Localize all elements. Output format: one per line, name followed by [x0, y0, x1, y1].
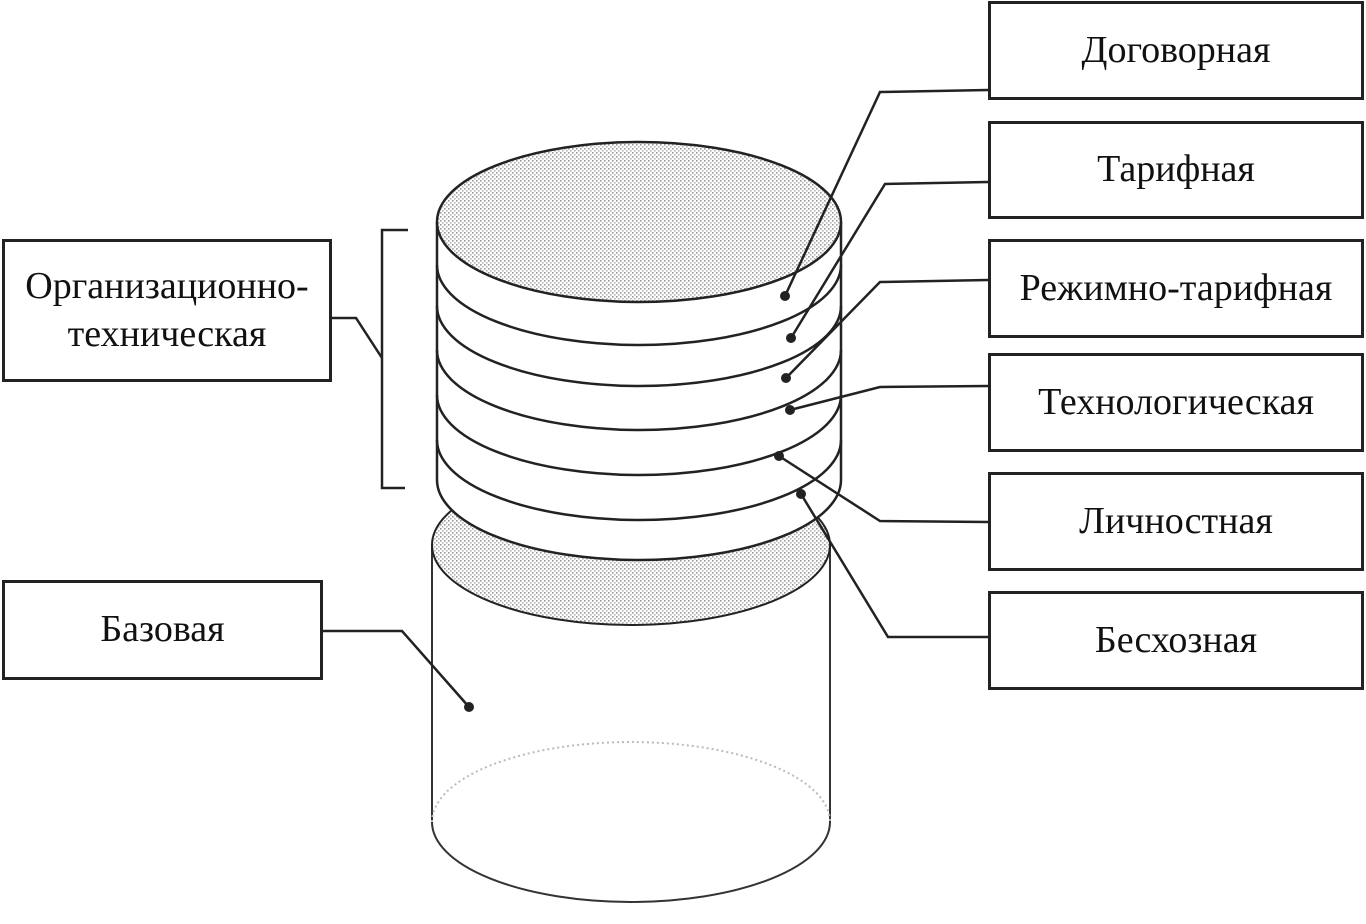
leader-line-beskhoznaya — [799, 493, 988, 639]
layer-dots — [464, 291, 806, 712]
label-rezhimno-tarifnaya: Режимно-тарифная — [988, 239, 1364, 338]
leader-line-lichnostnaya — [778, 454, 989, 524]
label-tarifnaya-text: Тарифная — [1097, 148, 1255, 191]
label-dogovornaya: Договорная — [988, 1, 1364, 100]
dot-dogovornaya — [780, 291, 790, 301]
org-tech-bracket — [330, 228, 408, 490]
label-lichnostnaya-text: Личностная — [1079, 499, 1273, 542]
leader-line-tarifnaya — [789, 180, 989, 339]
dot-tekhnologicheskaya — [785, 405, 795, 415]
label-beskhoznaya-text: Бесхозная — [1094, 618, 1258, 661]
dot-beskhoznaya — [796, 489, 806, 499]
label-bazovaya: Базовая — [2, 580, 323, 680]
label-bazovaya-text: Базовая — [100, 608, 225, 651]
label-dogovornaya-text: Договорная — [1081, 28, 1271, 71]
leader-line-tekhnologicheskaya — [789, 384, 989, 412]
label-rezhimno-tarifnaya-text: Режимно-тарифная — [1019, 266, 1333, 309]
leader-line-bazovaya — [322, 629, 470, 708]
dot-lichnostnaya — [774, 451, 784, 461]
label-tekhnologicheskaya-text: Технологическая — [1038, 380, 1314, 423]
label-org-tech: Организационно- техническая — [2, 239, 332, 382]
label-org-tech-line1: Организационно- — [25, 265, 309, 307]
label-org-tech-line2: техническая — [67, 312, 267, 355]
leader-line-dogovornaya — [783, 88, 989, 297]
upper-stacked-cylinder — [435, 140, 843, 562]
label-tekhnologicheskaya: Технологическая — [988, 353, 1364, 452]
leader-lines — [322, 88, 989, 708]
leader-line-rezhimno-tarifnaya — [785, 278, 989, 379]
label-tarifnaya: Тарифная — [988, 121, 1364, 219]
dot-bazovaya — [464, 702, 474, 712]
dot-rezhimno-tarifnaya — [781, 373, 791, 383]
label-lichnostnaya: Личностная — [988, 472, 1364, 571]
dot-tarifnaya — [786, 333, 796, 343]
label-beskhoznaya: Бесхозная — [988, 591, 1364, 690]
